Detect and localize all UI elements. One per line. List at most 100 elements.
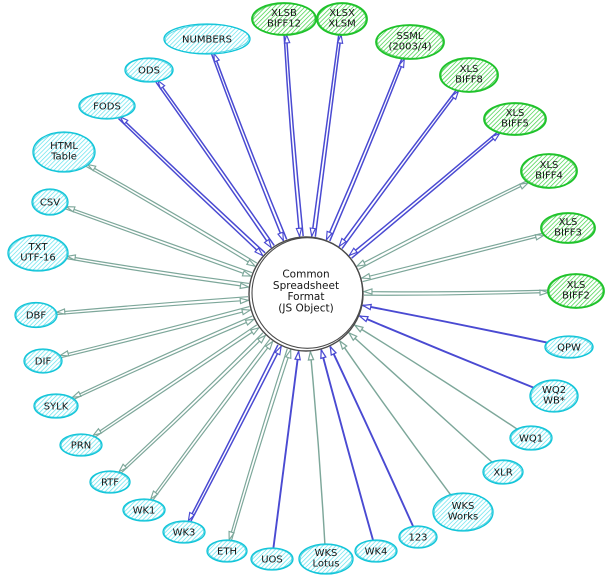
node-label-line: SYLK <box>44 402 69 413</box>
edge-wk1 <box>149 338 274 501</box>
edge-wq1 <box>353 324 518 430</box>
node-label-line: XLSX <box>329 8 355 19</box>
node-label-line: BIFF8 <box>455 74 483 85</box>
nodes: XLSBBIFF12XLSXXLSMSSML(2003/4)XLSBIFF8XL… <box>7 2 605 575</box>
edge-wks-lotus <box>307 349 326 545</box>
node-wq1: WQ1 <box>509 425 553 451</box>
node-label-line: XLSM <box>328 18 355 29</box>
node-label-line: DBF <box>26 311 47 322</box>
node-label-line: DIF <box>35 357 52 368</box>
edge-fods <box>118 115 266 257</box>
edge-ssml-2003-4 <box>325 57 405 242</box>
edge-xls-biff4 <box>355 180 530 270</box>
node-123: 123 <box>398 525 438 549</box>
edge-xlsx-xlsm <box>309 33 344 239</box>
node-xlr: XLR <box>482 459 524 485</box>
node-label-line: Lotus <box>313 558 340 569</box>
node-label-line: WK1 <box>133 506 156 517</box>
node-label-line: XLS <box>460 64 479 75</box>
edge-dif <box>58 305 253 359</box>
node-label-line: XLS <box>506 108 525 119</box>
node-label-line: XLS <box>559 217 578 228</box>
node-label-line: BIFF2 <box>562 290 590 301</box>
node-label-line: WQ2 <box>542 385 566 396</box>
node-label-line: RTF <box>101 478 119 489</box>
node-label-line: QPW <box>557 343 581 354</box>
node-label-line: FODS <box>93 102 121 113</box>
node-uos: UOS <box>250 547 294 571</box>
node-label-line: BIFF4 <box>535 170 563 181</box>
node-rtf: RTF <box>89 470 131 494</box>
edge-dbf <box>54 296 251 316</box>
edge-wks-works <box>338 339 452 496</box>
node-label-line: CSV <box>40 198 60 209</box>
node-label-line: ODS <box>138 66 160 77</box>
node-wk1: WK1 <box>122 498 166 522</box>
node-label-line: WB* <box>543 395 565 406</box>
node-ssml-2003-4: SSML(2003/4) <box>375 24 445 60</box>
node-label-line: XLS <box>567 280 586 291</box>
edge-csv <box>64 206 253 277</box>
node-fods: FODS <box>78 92 136 120</box>
center-label-line: (JS Object) <box>278 302 334 314</box>
edge-xlsb-biff12 <box>283 33 304 239</box>
node-label-line: TXT <box>28 242 49 253</box>
node-label-line: BIFF3 <box>554 227 582 238</box>
node-ods: ODS <box>124 57 174 83</box>
node-label-line: HTML <box>50 141 78 152</box>
edge-xls-biff8 <box>338 89 460 249</box>
center-label-line: Common <box>282 269 329 281</box>
node-label-line: BIFF5 <box>501 118 529 129</box>
edge-numbers <box>210 51 288 243</box>
node-label-line: XLSB <box>271 8 297 19</box>
node-wk4: WK4 <box>354 539 398 563</box>
node-label-line: ETH <box>217 547 237 558</box>
node-label-line: NUMBERS <box>182 35 232 46</box>
node-label-line: WK4 <box>365 547 388 558</box>
node-label-line: BIFF12 <box>267 18 301 29</box>
edge-html-table <box>85 163 258 268</box>
node-dif: DIF <box>23 348 63 374</box>
node-csv: CSV <box>31 188 69 216</box>
node-label-line: XLR <box>493 468 512 479</box>
node-label-line: UOS <box>261 555 283 566</box>
node-prn: PRN <box>59 433 103 457</box>
edge-wk4 <box>320 348 374 541</box>
edge-xls-biff5 <box>347 131 501 259</box>
node-label-line: XLS <box>540 160 559 171</box>
node-label-line: WK3 <box>173 528 196 539</box>
node-label-line: WQ1 <box>519 434 543 445</box>
center-label-line: Format <box>287 291 324 303</box>
edge-xlr <box>347 331 493 463</box>
edge-xls-biff2 <box>362 288 550 296</box>
edge-rtf <box>117 332 267 474</box>
edge-txt-utf-16 <box>65 254 251 290</box>
edge-wk3 <box>187 344 282 523</box>
edge-uos <box>272 349 301 549</box>
node-sylk: SYLK <box>33 393 79 419</box>
edge-sylk <box>70 315 256 401</box>
node-eth: ETH <box>206 539 248 563</box>
node-label-line: WKS <box>452 501 475 512</box>
edges <box>54 33 550 549</box>
node-label-line: Table <box>50 151 77 162</box>
edge-123 <box>329 344 414 527</box>
node-qpw: QPW <box>544 335 594 359</box>
edge-eth <box>228 348 292 542</box>
edge-qpw <box>360 303 548 344</box>
node-numbers: NUMBERS <box>163 23 251 55</box>
